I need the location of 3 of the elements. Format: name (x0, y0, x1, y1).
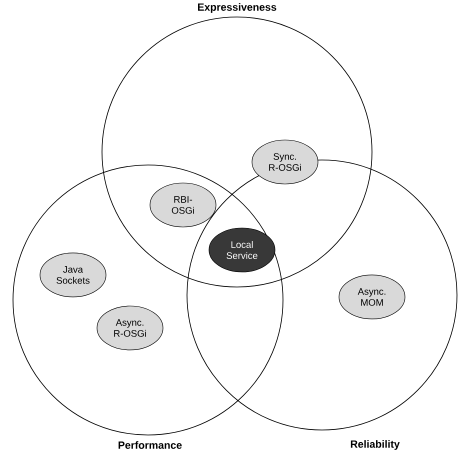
node-label: Performance (118, 441, 182, 449)
node-label: Reliability (350, 440, 400, 450)
node-label: Expressiveness (198, 3, 276, 13)
